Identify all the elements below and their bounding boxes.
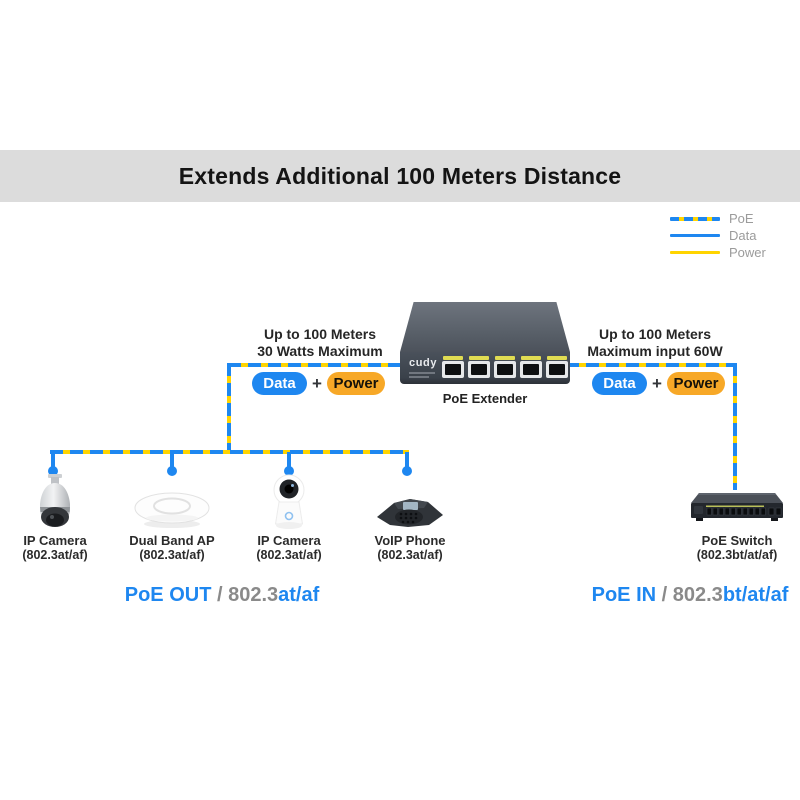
power-badge: Power <box>667 372 725 395</box>
right-link-note-line2: Maximum input 60W <box>587 343 723 359</box>
extender-fine-print <box>409 376 429 378</box>
plus-sign: + <box>652 373 662 393</box>
cudy-logo: cudy <box>409 357 438 369</box>
connector-dot-dual-band-ap <box>167 466 177 476</box>
poe-out-text: PoE OUT <box>124 584 212 606</box>
legend-item-power: Power <box>670 244 766 261</box>
rj45-port-2 <box>468 356 490 381</box>
dome-camera-icon <box>40 474 70 527</box>
legend-label-data: Data <box>729 228 757 243</box>
poe-out-label: PoE OUT / 802.3at/af <box>82 584 362 607</box>
plus-sign: + <box>312 373 322 393</box>
right-link-note: Up to 100 Meters Maximum input 60W <box>565 326 745 360</box>
standard-prefix: 802.3 <box>228 584 279 606</box>
data-badge: Data <box>252 372 307 395</box>
device-poe-switch: PoE Switch (802.3bt/at/af) <box>672 470 800 563</box>
device-standard: (802.3at/af) <box>139 548 205 562</box>
drop-line-ip-camera-1 <box>51 452 55 468</box>
rj45-port-1 <box>442 356 464 381</box>
title-band: Extends Additional 100 Meters Distance <box>0 150 800 202</box>
device-icon-wrap <box>107 470 237 530</box>
poe-line-swatch <box>670 216 720 221</box>
connector-dot-ip-camera-2 <box>284 466 294 476</box>
connector-dot-ip-camera-1 <box>48 466 58 476</box>
extender-top-panel <box>400 302 570 352</box>
legend-item-poe: PoE <box>670 210 766 227</box>
device-standard: (802.3at/af) <box>377 548 443 562</box>
device-standard: (802.3bt/at/af) <box>696 548 778 562</box>
standard-suffix: at/af <box>278 584 320 606</box>
extender-fine-print <box>409 372 435 374</box>
rj45-port-poe-in <box>546 356 568 381</box>
device-name: PoE Switch <box>701 533 773 548</box>
separator: / <box>656 584 673 606</box>
access-point-icon <box>134 492 210 528</box>
connector-dot-voip-phone <box>402 466 412 476</box>
drop-line-dual-band-ap <box>170 452 174 468</box>
device-icon-wrap <box>224 470 354 530</box>
device-name: VoIP Phone <box>374 533 446 548</box>
device-icon-wrap <box>345 470 475 530</box>
left-link-note-line1: Up to 100 Meters <box>263 326 377 342</box>
legend-item-data: Data <box>670 227 766 244</box>
power-line-swatch <box>670 251 720 254</box>
separator: / <box>211 584 229 606</box>
legend-label-poe: PoE <box>729 211 754 226</box>
rj45-port-3 <box>494 356 516 381</box>
standard-suffix: bt/at/af <box>722 584 789 606</box>
device-name: IP Camera <box>257 533 321 548</box>
legend-label-power: Power <box>729 245 766 260</box>
voip-phone-icon <box>377 499 443 527</box>
left-link-note: Up to 100 Meters 30 Watts Maximum <box>230 326 410 360</box>
device-icon-wrap <box>0 470 120 530</box>
poe-cable-right-drop <box>733 363 737 490</box>
standard-prefix: 802.3 <box>672 584 723 606</box>
power-badge: Power <box>327 372 385 395</box>
poe-cable-left-riser <box>227 363 231 454</box>
right-link-note-line1: Up to 100 Meters <box>598 326 712 342</box>
left-link-note-line2: 30 Watts Maximum <box>257 343 383 359</box>
data-line-swatch <box>670 234 720 237</box>
rj45-port-4 <box>520 356 542 381</box>
page-title: Extends Additional 100 Meters Distance <box>178 163 622 189</box>
device-standard: (802.3at/af) <box>22 548 88 562</box>
device-dual-band-ap: Dual Band AP (802.3at/af) <box>107 470 237 563</box>
poe-cable-left-horizontal <box>228 363 404 367</box>
device-icon-wrap <box>672 470 800 530</box>
device-ip-camera-1: IP Camera (802.3at/af) <box>0 470 120 563</box>
device-ip-camera-2: IP Camera (802.3at/af) <box>224 470 354 563</box>
poe-cable-bus <box>50 450 409 454</box>
poe-extender-label: PoE Extender <box>442 391 528 406</box>
data-badge: Data <box>592 372 647 395</box>
poe-switch-icon <box>691 493 783 521</box>
cube-camera-icon <box>273 474 305 529</box>
poe-in-text: PoE IN <box>591 584 657 606</box>
device-standard: (802.3at/af) <box>256 548 322 562</box>
drop-line-voip-phone <box>405 452 409 468</box>
device-name: IP Camera <box>23 533 87 548</box>
left-link-badges: Data + Power <box>252 372 385 395</box>
poe-in-label: PoE IN / 802.3bt/at/af <box>550 584 800 607</box>
legend: PoE Data Power <box>670 210 766 261</box>
right-link-badges: Data + Power <box>592 372 725 395</box>
poe-extender-device: cudy <box>400 302 570 386</box>
drop-line-ip-camera-2 <box>287 452 291 468</box>
device-voip-phone: VoIP Phone (802.3at/af) <box>345 470 475 563</box>
device-name: Dual Band AP <box>129 533 215 548</box>
poe-cable-right-horizontal <box>566 363 737 367</box>
